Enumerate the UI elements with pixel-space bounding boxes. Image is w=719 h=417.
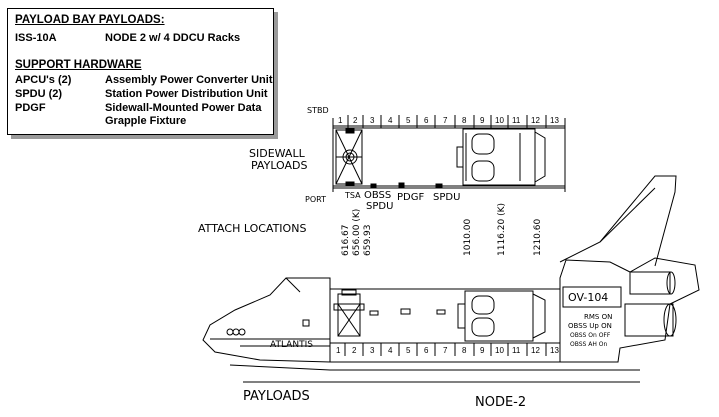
legend-title: PAYLOAD BAY PAYLOADS: [15,14,165,26]
side-bay-10: 10 [495,346,504,355]
attach-locations-label: ATTACH LOCATIONS [198,222,306,235]
side-bay-2: 2 [352,346,357,355]
orbiter-outline [202,175,700,383]
node2-side-cone [532,293,546,339]
obss-ah-on: OBSS AH On [570,341,608,348]
side-bay-7: 7 [443,346,448,355]
node2-side-hatch-1 [471,295,495,315]
attach-656: 656.00 (K) [352,209,362,256]
top-bay-12: 12 [531,116,540,125]
side-bay-numbers: 1 2 3 4 5 6 7 8 9 10 11 12 13 [336,346,559,355]
rms-on: RMS ON [584,313,612,321]
spdu-side [436,309,446,315]
side-bay-3: 3 [370,346,375,355]
side-bay-dividers [344,343,547,356]
orbiter-name: ATLANTIS [270,340,313,350]
top-bay-7: 7 [443,116,448,125]
ov-panel [562,286,622,308]
pdgf-side [400,308,411,315]
node2-hatch-2 [471,160,495,182]
obss-up-on: OBSS Up ON [568,322,612,330]
obss-fitting [370,183,377,188]
attach-1210: 1210.60 [533,219,543,256]
node2-label: NODE-2 [475,395,526,410]
obss-on-off: OBSS On OFF [570,332,611,339]
top-bay-3: 3 [370,116,375,125]
side-bay-5: 5 [406,346,411,355]
top-bay-dividers [347,115,547,128]
top-bay-11: 11 [512,116,521,125]
sidewall-label: SIDEWALL [249,147,306,160]
node2-side [464,290,534,342]
pdgf-label: PDGF [397,192,424,203]
side-bay-12: 12 [531,346,540,355]
side-bay-9: 9 [480,346,485,355]
nose-windows [226,319,310,336]
support-value-pdgf-line2: Grapple Fixture [105,115,187,127]
node2-top-cone [534,131,546,183]
top-bay-8: 8 [462,116,467,125]
side-bay-6: 6 [424,346,429,355]
legend-key-iss: ISS-10A [15,32,57,44]
legend-value-iss: NODE 2 w/ 4 DDCU Racks [105,32,241,44]
support-value-spdu: Station Power Distribution Unit [105,88,268,100]
tsa-truss-top [335,128,363,187]
support-title: SUPPORT HARDWARE [15,59,142,71]
side-bay-4: 4 [388,346,393,355]
support-value-pdgf: Sidewall-Mounted Power Data [105,102,262,114]
spdu-label: SPDU [366,201,393,212]
attach-659: 659.93 [363,225,373,257]
top-bay-numbers: 1 2 3 4 5 6 7 8 9 10 11 12 13 [338,116,559,125]
top-bay-5: 5 [406,116,411,125]
pdgf-fitting [398,182,405,188]
attach-616: 616.67 [341,225,351,257]
payloads-side-label: PAYLOADS [251,159,308,172]
tsa-truss-side [333,289,365,337]
ov-number: OV-104 [568,291,608,304]
top-bay-10: 10 [495,116,504,125]
support-key-apcu: APCU's (2) [15,74,72,86]
side-bay-8: 8 [462,346,467,355]
stbd-label: STBD [307,106,329,115]
attach-1010: 1010.00 [463,219,473,256]
obss-side [369,310,379,316]
node2-side-port [457,303,466,329]
support-key-pdgf: PDGF [15,102,46,114]
tsa-label: TSA [344,191,361,200]
node2-top [462,128,536,186]
node2-hatch-1 [471,133,495,155]
node2-top-port [456,146,464,168]
spdu2-label: SPDU [433,192,460,203]
support-key-spdu: SPDU (2) [15,88,63,100]
node2-side-hatch-2 [471,317,495,337]
support-value-apcu: Assembly Power Converter Unit [105,74,273,86]
top-bay-4: 4 [388,116,393,125]
attach-1116: 1116.20 (K) [497,203,507,256]
payload-legend-box: PAYLOAD BAY PAYLOADS: ISS-10A NODE 2 w/ … [7,8,274,135]
top-bay-13: 13 [550,116,559,125]
obss-label: OBSS [364,190,391,201]
side-bay-1: 1 [336,346,341,355]
top-bay-9: 9 [480,116,485,125]
side-bay-13: 13 [550,346,559,355]
spdu-fitting [435,183,443,188]
top-bay-1: 1 [338,116,343,125]
payloads-label: PAYLOADS [243,389,310,404]
port-label: PORT [305,195,326,204]
top-bay-6: 6 [424,116,429,125]
top-bay-2: 2 [353,116,358,125]
side-bay-11: 11 [512,346,521,355]
